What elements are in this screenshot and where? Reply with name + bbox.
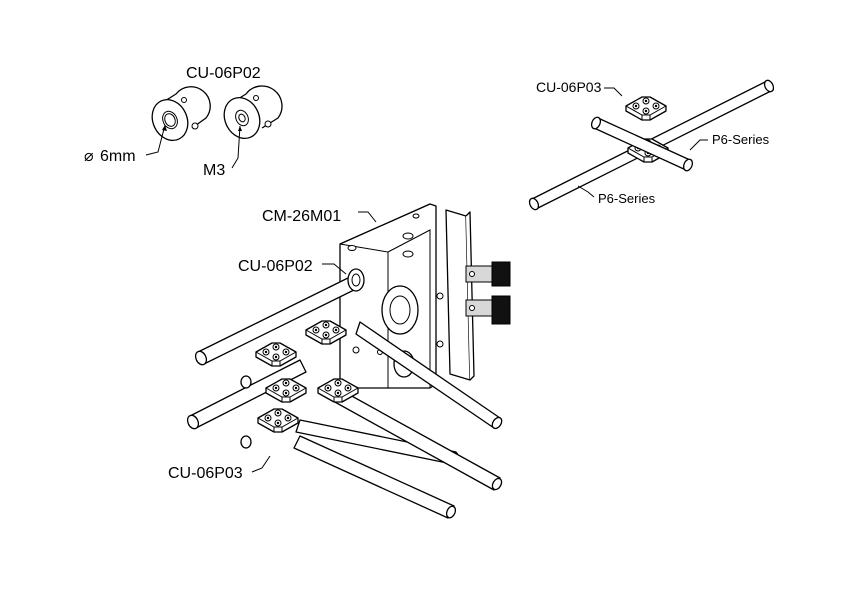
rod-series-right-label: P6-Series (712, 132, 770, 147)
shaft-collar-bore-view (151, 86, 211, 141)
cross-clamp-leader (604, 87, 623, 97)
assembly-collar-leader (322, 263, 347, 275)
cube-mount-leader (358, 211, 377, 223)
cross-clamp-assembly (528, 79, 775, 211)
assembly-collar-label: CU-06P02 (238, 258, 313, 275)
collar-title-label: CU-06P02 (186, 65, 261, 82)
clamp-assembly-leader (251, 455, 271, 473)
cube-mount-label: CM-26M01 (262, 208, 341, 225)
shaft-collar-screw-view (223, 85, 283, 139)
screw-size-label: M3 (203, 162, 225, 179)
clamp-assembly-label: CU-06P03 (168, 465, 243, 482)
bore-diameter-label: 6mm (100, 148, 136, 165)
rod-series-right-leader (689, 139, 708, 151)
rod-series-bottom-label: P6-Series (598, 191, 656, 206)
diameter-callout: ⌀ 6mm (84, 124, 167, 165)
cross-clamp-label: CU-06P03 (536, 79, 602, 95)
diameter-symbol: ⌀ (84, 148, 94, 165)
rod-series-bottom-leader (577, 185, 595, 198)
cube-mount-assembly (186, 203, 511, 519)
screw-callout: M3 (203, 125, 242, 179)
